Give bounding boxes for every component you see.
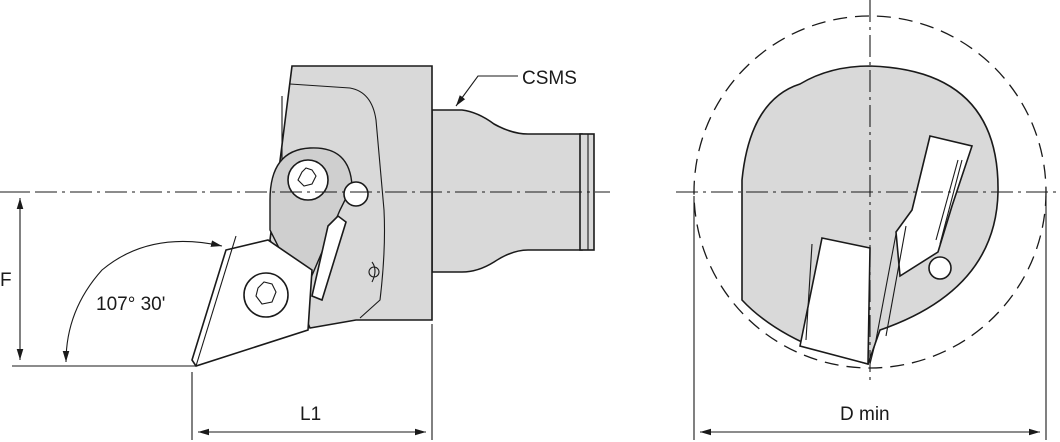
insert-screw (243, 272, 289, 318)
front-view (676, 0, 1060, 440)
clamp-mechanism (895, 135, 974, 278)
label-csms: CSMS (522, 68, 577, 89)
label-l1: L1 (300, 404, 321, 425)
label-angle: 107° 30' (96, 294, 165, 315)
label-d-min: D min (840, 404, 890, 425)
side-view (0, 65, 610, 440)
label-f: F (0, 270, 12, 291)
lever-screw (287, 159, 329, 201)
csms-coupling (431, 109, 583, 273)
lever-pin (311, 214, 347, 302)
